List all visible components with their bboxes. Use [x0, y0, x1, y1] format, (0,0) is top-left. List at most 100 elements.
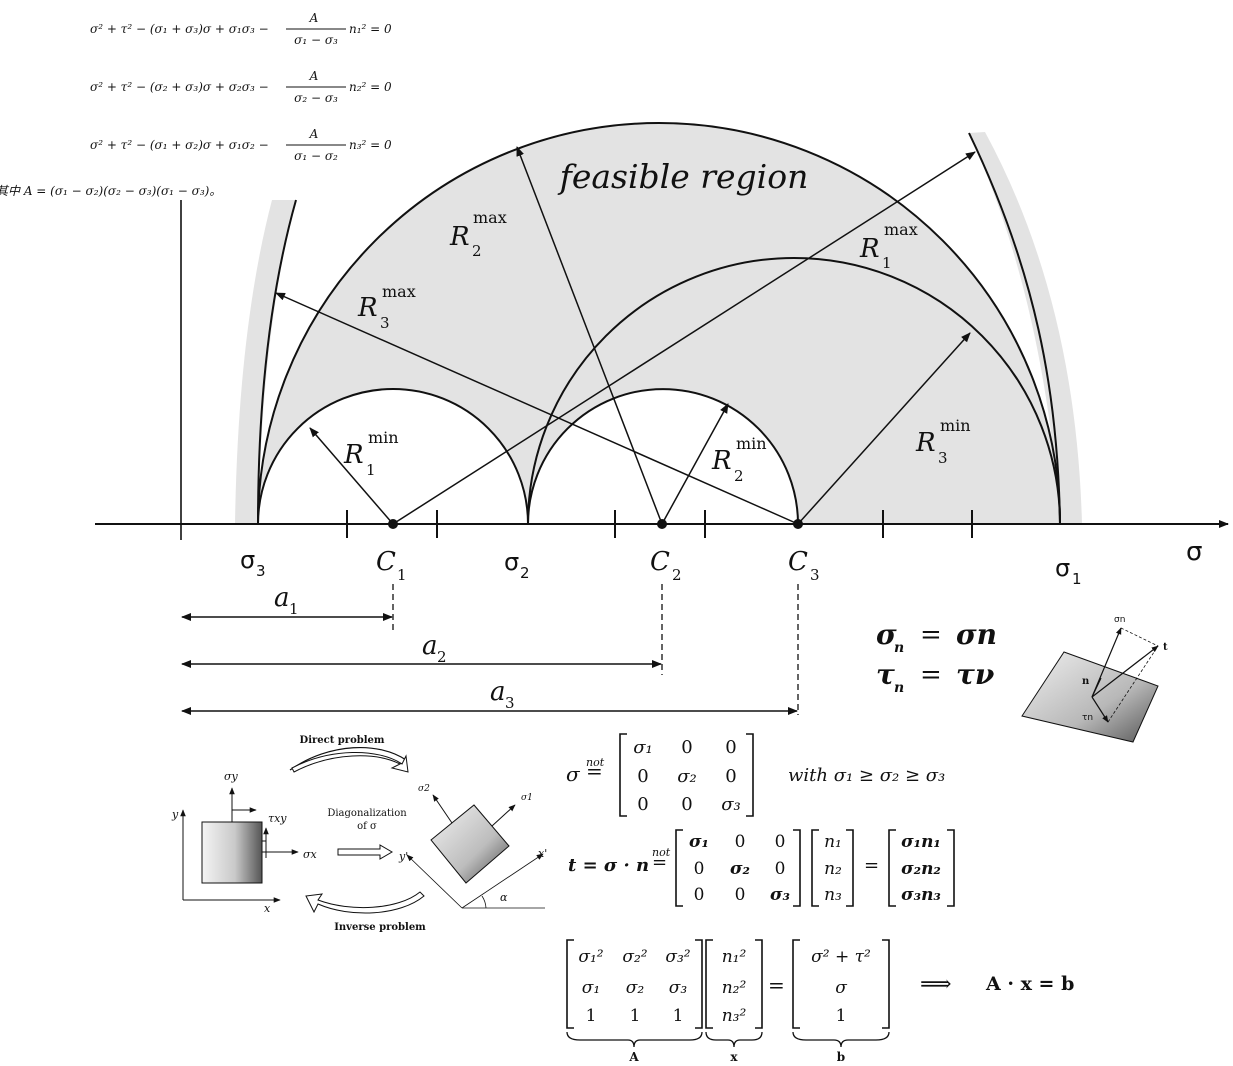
svg-text:σ₁: σ₁: [689, 832, 709, 852]
circle-c2: [527, 388, 799, 525]
svg-text:R: R: [711, 446, 732, 476]
label-r3min: R min 3: [915, 416, 971, 467]
svg-text:0: 0: [735, 885, 746, 905]
svg-text:σ2: σ2: [418, 784, 430, 794]
equation-1: σ² + τ² − (σ₁ + σ₃)σ + σ₁σ₃ − A σ₁ − σ₃ …: [90, 11, 392, 47]
svg-text:n₁²: n₁²: [722, 947, 747, 967]
eq2-frac-den: σ₂ − σ₃: [294, 91, 338, 105]
svg-text:R: R: [915, 428, 936, 458]
diagonalization-arrow: [337, 844, 393, 860]
label-c1: C 1: [376, 547, 407, 584]
svg-text:0: 0: [725, 737, 736, 758]
svg-text:t = σ · n: t = σ · n: [568, 855, 649, 876]
svg-text:a: a: [274, 583, 290, 613]
label-a3: a 3: [490, 677, 515, 712]
svg-text:τν: τν: [956, 658, 994, 691]
eq1-rhs: n₁² = 0: [349, 22, 392, 36]
svg-text:C: C: [650, 547, 670, 577]
svg-text:n: n: [1082, 676, 1090, 687]
svg-text:σ₂n₂: σ₂n₂: [901, 859, 941, 879]
svg-text:t: t: [1163, 642, 1168, 653]
svg-text:1: 1: [1072, 570, 1082, 588]
svg-text:σ₂²: σ₂²: [622, 947, 647, 967]
svg-text:max: max: [884, 220, 918, 239]
traction-equation: t = σ · n = not σ₁ 0 0 0 σ₂ 0 0 0 σ₃ n₁ …: [568, 829, 955, 907]
tau-n-equation: τ n = τν: [876, 658, 994, 696]
svg-text:σ₁n₁: σ₁n₁: [901, 832, 941, 852]
svg-text:τn: τn: [1082, 713, 1093, 723]
feasible-region: [258, 123, 1060, 524]
svg-text:a: a: [422, 631, 438, 661]
svg-text:n₃: n₃: [824, 885, 842, 905]
diagonalization-sketch: Direct problem Inverse problem Diagonali…: [171, 735, 547, 933]
svg-text:A · x = b: A · x = b: [985, 973, 1074, 995]
circle-big-sigma3-sigma1: [257, 122, 1061, 525]
circle-c3-large: [968, 132, 1061, 525]
sigma-definition: σ = not σ₁ 0 0 0 σ₂ 0 0 0 σ₃ with σ₁ ≥ σ…: [566, 733, 945, 817]
svg-text:3: 3: [256, 562, 266, 580]
eq3-lhs: σ² + τ² − (σ₁ + σ₂)σ + σ₁σ₂ −: [90, 138, 269, 152]
svg-text:max: max: [473, 208, 507, 227]
svg-text:C: C: [376, 547, 396, 577]
svg-text:=: =: [768, 973, 785, 997]
feasible-region-label: feasible region: [557, 157, 809, 196]
eq1-frac-num: A: [309, 11, 319, 25]
svg-text:σ² + τ²: σ² + τ²: [811, 947, 871, 967]
label-c3: C 3: [788, 547, 820, 584]
arrow-r1max: [392, 151, 976, 525]
arrow-r1min: [309, 427, 394, 525]
arrow-r2max: [516, 146, 663, 525]
svg-text:x': x': [538, 847, 547, 860]
svg-text:3: 3: [810, 566, 820, 584]
svg-text:y: y: [171, 808, 179, 821]
svg-text:n₂: n₂: [824, 859, 842, 879]
rotated-stress-element: [430, 804, 510, 884]
svg-text:not: not: [586, 756, 605, 769]
svg-text:0: 0: [725, 766, 736, 787]
svg-text:σx: σx: [303, 848, 318, 861]
svg-text:3: 3: [380, 314, 390, 332]
svg-text:σ₁: σ₁: [633, 737, 653, 758]
svg-text:σ: σ: [1055, 554, 1070, 582]
svg-text:R: R: [449, 222, 470, 252]
axis-ticks: [346, 510, 973, 538]
svg-text:1: 1: [366, 461, 376, 479]
svg-text:0: 0: [694, 859, 705, 879]
svg-text:n₁: n₁: [824, 832, 842, 852]
eq2-rhs: n₂² = 0: [349, 80, 392, 94]
svg-text:2: 2: [672, 566, 682, 584]
label-a2: a 2: [422, 631, 447, 666]
plane-surface: [1021, 651, 1159, 743]
svg-text:2: 2: [472, 242, 482, 260]
svg-text:3: 3: [938, 449, 948, 467]
label-r3max: R max 3: [357, 282, 416, 332]
svg-text:R: R: [357, 293, 378, 323]
svg-text:y': y': [398, 850, 408, 863]
svg-text:σy: σy: [224, 770, 239, 783]
svg-text:min: min: [368, 428, 399, 447]
eq3-frac-num: A: [309, 127, 319, 141]
sigma-n-equation: σ n = σn: [876, 618, 997, 656]
svg-text:not: not: [652, 846, 671, 859]
svg-text:σ₃: σ₃: [721, 794, 741, 815]
svg-text:σ: σ: [240, 546, 255, 574]
normal-shear-definitions: σ n = σn τ n = τν: [876, 618, 997, 696]
eq1-lhs: σ² + τ² − (σ₁ + σ₃)σ + σ₁σ₃ −: [90, 22, 269, 36]
label-r1max: R max 1: [859, 220, 918, 272]
svg-text:1: 1: [836, 1006, 847, 1026]
svg-text:C: C: [788, 547, 808, 577]
svg-text:=: =: [864, 855, 879, 876]
svg-text:σ₁²: σ₁²: [578, 947, 603, 967]
direct-arrow: [289, 746, 407, 771]
svg-text:σ: σ: [835, 978, 847, 998]
eq3-rhs: n₃² = 0: [349, 138, 392, 152]
svg-text:1: 1: [586, 1006, 597, 1026]
svg-text:with σ₁ ≥ σ₂ ≥ σ₃: with σ₁ ≥ σ₂ ≥ σ₃: [788, 765, 945, 786]
svg-text:x: x: [264, 902, 271, 915]
svg-text:2: 2: [437, 648, 447, 666]
svg-text:σ: σ: [566, 762, 581, 786]
where-clause: 其中 A = (σ₁ − σ₂)(σ₂ − σ₃)(σ₁ − σ₃)。: [0, 184, 221, 198]
label-c2: C 2: [650, 547, 682, 584]
svg-text:0: 0: [681, 794, 692, 815]
svg-text:0: 0: [637, 766, 648, 787]
